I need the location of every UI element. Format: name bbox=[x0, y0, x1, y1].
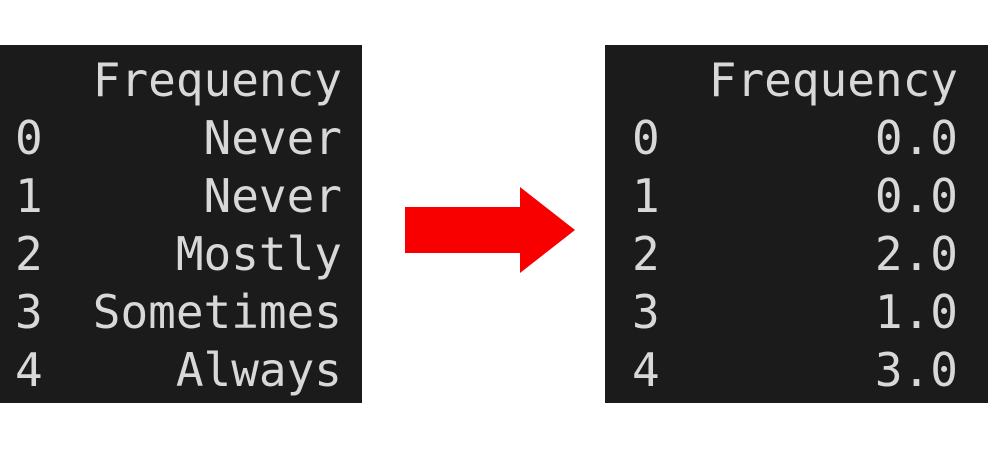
table-row: 3 Sometimes bbox=[15, 283, 342, 341]
value-cell: 0.0 bbox=[874, 169, 958, 223]
column-header: Frequency bbox=[708, 53, 958, 107]
table-row: 1 0.0 bbox=[632, 167, 958, 225]
table-header-row: Frequency bbox=[15, 51, 342, 109]
index-cell: 1 bbox=[632, 169, 660, 223]
value-cell: Never bbox=[203, 111, 342, 165]
value-cell: Mostly bbox=[175, 227, 342, 281]
value-cell: Sometimes bbox=[92, 285, 342, 339]
arrow-right-icon bbox=[405, 187, 575, 273]
table-row: 0 Never bbox=[15, 109, 342, 167]
table-row: 0 0.0 bbox=[632, 109, 958, 167]
table-row: 1 Never bbox=[15, 167, 342, 225]
index-cell: 3 bbox=[632, 285, 660, 339]
value-cell: 0.0 bbox=[874, 111, 958, 165]
table-row: 2 2.0 bbox=[632, 225, 958, 283]
arrow-right-shape bbox=[405, 187, 575, 273]
value-cell: Never bbox=[203, 169, 342, 223]
column-header: Frequency bbox=[92, 53, 342, 107]
index-cell: 2 bbox=[632, 227, 660, 281]
table-row: 4 3.0 bbox=[632, 341, 958, 399]
table-row: 2 Mostly bbox=[15, 225, 342, 283]
table-header-row: Frequency bbox=[632, 51, 958, 109]
index-cell: 0 bbox=[632, 111, 660, 165]
index-cell: 4 bbox=[632, 343, 660, 397]
dataframe-after-panel: Frequency 0 0.0 1 0.0 2 2.0 3 1.0 4 3.0 bbox=[605, 45, 988, 403]
value-cell: Always bbox=[175, 343, 342, 397]
index-cell: 1 bbox=[15, 169, 43, 223]
index-cell: 4 bbox=[15, 343, 43, 397]
value-cell: 2.0 bbox=[874, 227, 958, 281]
index-cell: 0 bbox=[15, 111, 43, 165]
index-cell: 2 bbox=[15, 227, 43, 281]
value-cell: 3.0 bbox=[874, 343, 958, 397]
value-cell: 1.0 bbox=[874, 285, 958, 339]
table-row: 4 Always bbox=[15, 341, 342, 399]
table-row: 3 1.0 bbox=[632, 283, 958, 341]
index-cell: 3 bbox=[15, 285, 43, 339]
dataframe-before-panel: Frequency 0 Never 1 Never 2 Mostly 3 Som… bbox=[0, 45, 362, 403]
